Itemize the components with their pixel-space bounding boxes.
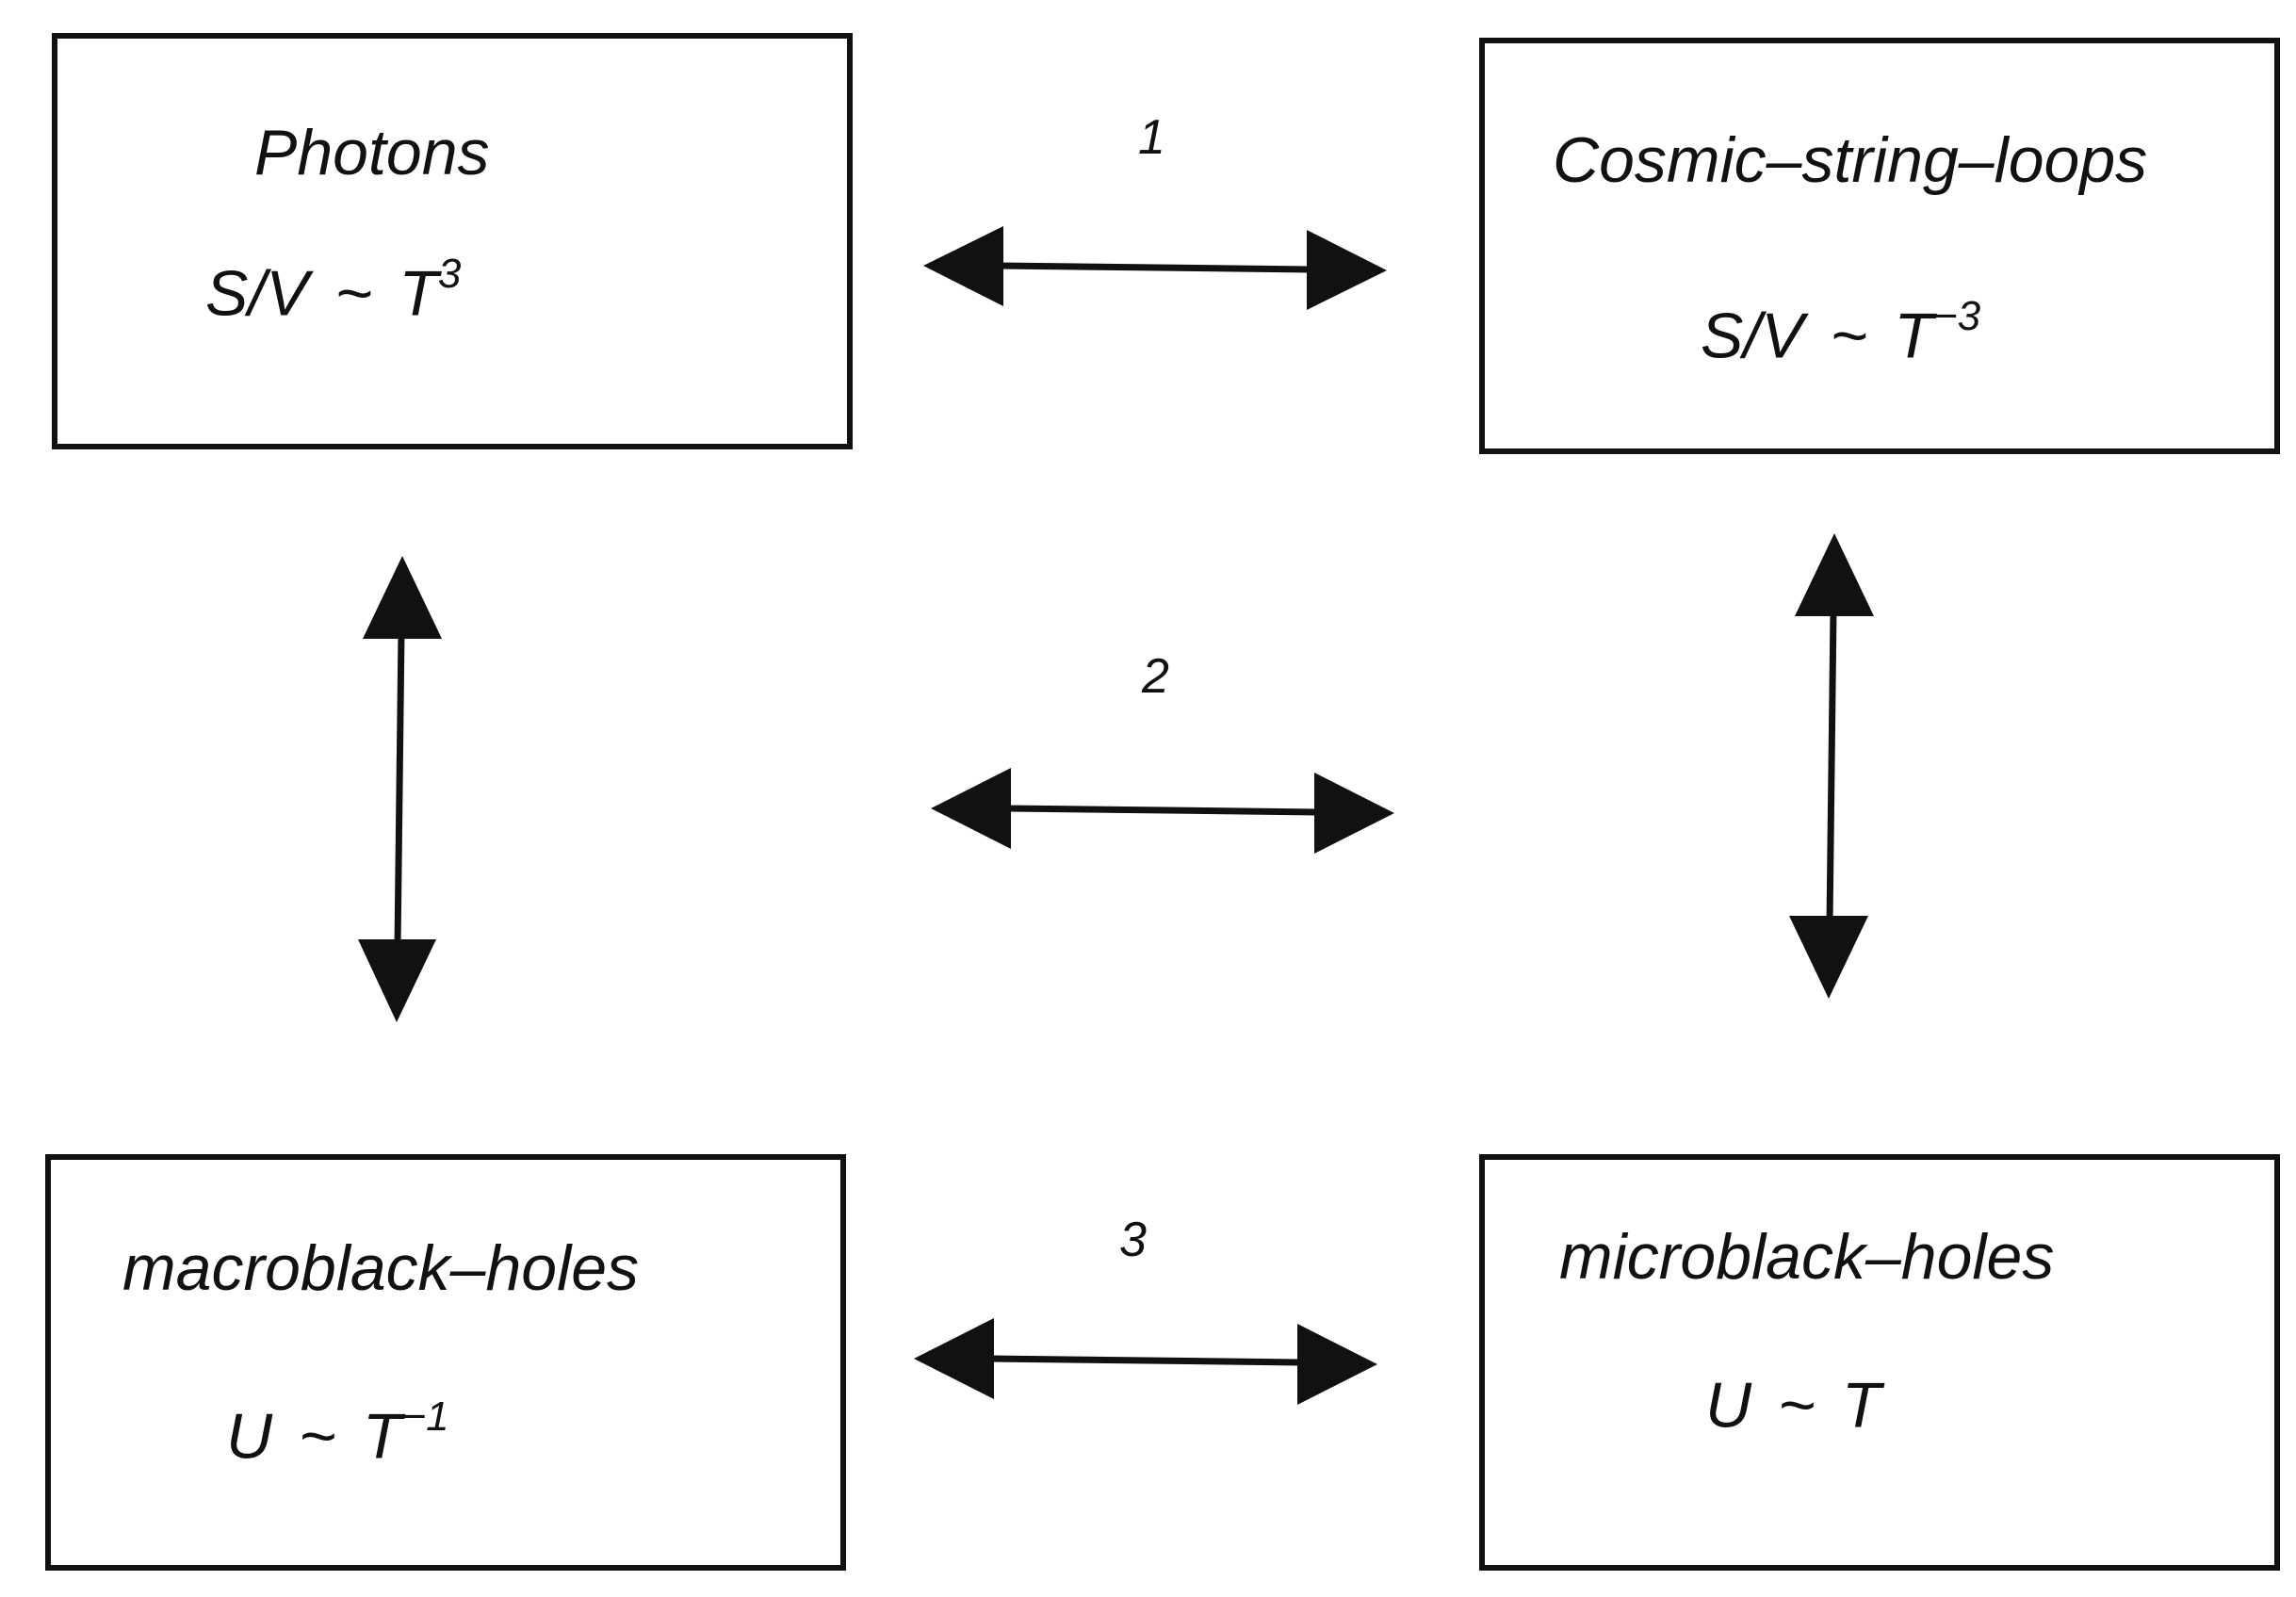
arrow-top-right-head <box>1307 230 1387 310</box>
arrow-right-up-head <box>1795 533 1874 616</box>
photons-formula-base: T <box>399 257 438 330</box>
macro-formula-base: T <box>362 1400 402 1473</box>
microblack-holes-box <box>1479 1154 2280 1571</box>
photons-formula-rel: ~ <box>334 257 373 330</box>
macroblack-holes-title: macroblack–holes <box>122 1232 640 1304</box>
arrow-label-2: 2 <box>1142 649 1169 704</box>
arrow-top-double <box>923 226 1387 310</box>
photons-title: Photons <box>254 117 490 188</box>
cosmic-formula-rel: ~ <box>1830 300 1868 372</box>
macro-formula-lhs: U <box>226 1400 273 1473</box>
arrow-top-shaft <box>998 262 1311 273</box>
arrow-middle-right-head <box>1314 773 1394 854</box>
photons-formula-lhs: S/V <box>205 257 309 330</box>
arrow-right-vertical-double <box>1789 533 1874 999</box>
arrow-bottom-right-head <box>1297 1324 1377 1405</box>
cosmic-string-loops-box <box>1479 38 2280 454</box>
macro-formula-exp: −1 <box>401 1393 449 1440</box>
photons-formula-exp: 3 <box>437 251 462 297</box>
cosmic-formula-lhs: S/V <box>1701 300 1804 372</box>
arrow-bottom-left-head <box>914 1318 994 1399</box>
cosmic-formula-exp: −3 <box>1932 293 1981 339</box>
arrow-left-vertical-shaft <box>394 630 405 948</box>
arrow-top-left-head <box>923 226 1003 306</box>
microblack-holes-title: microblack–holes <box>1559 1221 2055 1293</box>
micro-formula-base: T <box>1841 1369 1881 1442</box>
arrow-left-vertical-double <box>358 556 442 1022</box>
micro-formula-lhs: U <box>1705 1369 1752 1442</box>
cosmic-formula-base: T <box>1894 300 1933 372</box>
arrow-left-up-head <box>363 556 442 639</box>
macroblack-holes-box <box>45 1154 846 1571</box>
arrow-label-1: 1 <box>1138 110 1165 165</box>
microblack-holes-formula: U~T <box>1705 1371 1881 1438</box>
arrow-bottom-double <box>914 1318 1377 1405</box>
arrow-middle-left-head <box>931 768 1011 849</box>
arrow-middle-double <box>931 768 1394 854</box>
macro-formula-rel: ~ <box>299 1400 336 1473</box>
arrow-left-down-head <box>358 939 436 1022</box>
photons-formula: S/V~T3 <box>205 253 461 326</box>
cosmic-string-loops-formula: S/V~T−3 <box>1701 296 1980 368</box>
arrow-middle-shaft <box>1007 805 1320 816</box>
macroblack-holes-formula: U~T−1 <box>226 1396 449 1469</box>
arrow-bottom-shaft <box>988 1355 1301 1366</box>
micro-formula-rel: ~ <box>1778 1369 1816 1442</box>
photons-box <box>52 33 853 449</box>
cosmic-string-loops-title: Cosmic–string–loops <box>1553 124 2148 196</box>
arrow-right-down-head <box>1789 916 1868 999</box>
arrow-right-vertical-shaft <box>1826 610 1837 924</box>
arrow-label-3: 3 <box>1119 1213 1147 1267</box>
